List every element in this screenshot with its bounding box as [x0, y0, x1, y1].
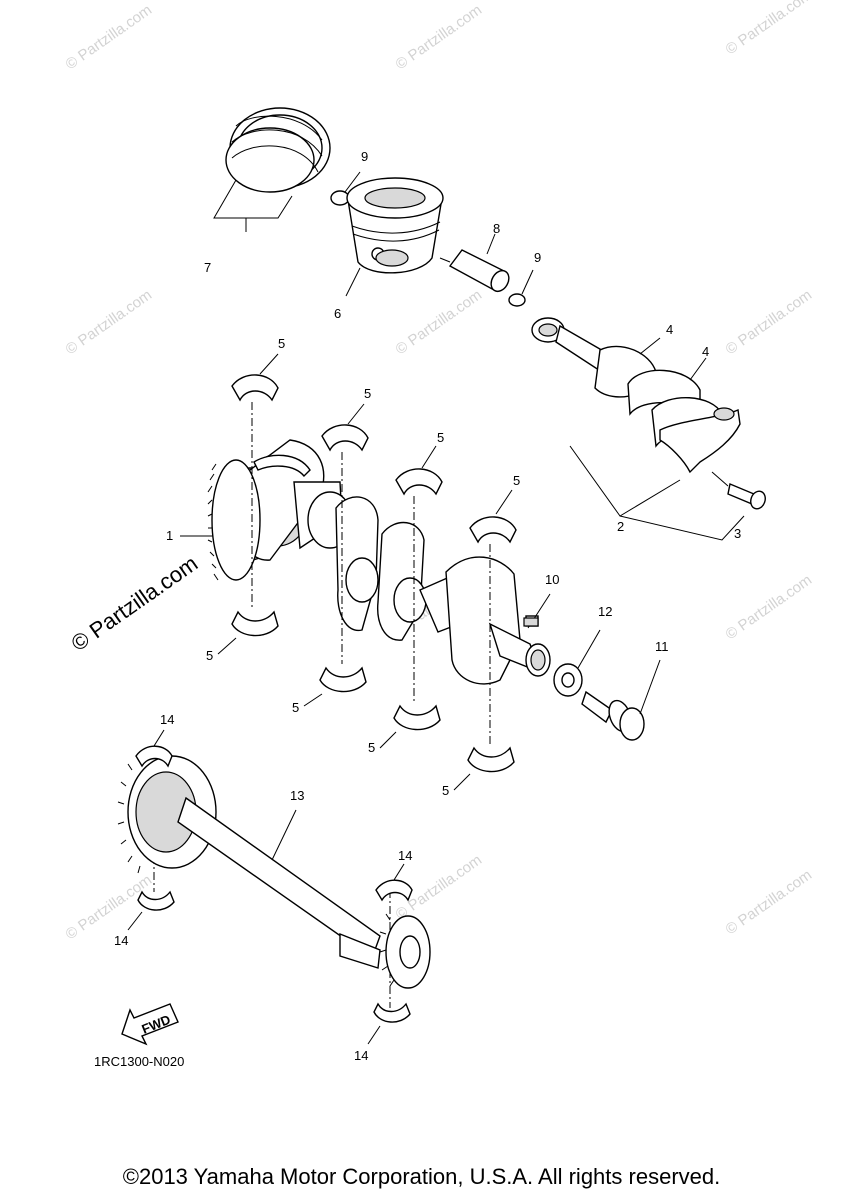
- crankshaft-bolt[interactable]: [581, 690, 645, 741]
- callout-14: 14: [354, 1048, 368, 1063]
- callout-5: 5: [206, 648, 213, 663]
- main-bearing-upper-2[interactable]: [321, 424, 369, 452]
- forward-arrow-icon: FWD: [121, 1003, 179, 1046]
- callout-11: 11: [655, 639, 669, 654]
- callout-6: 6: [334, 306, 341, 321]
- main-bearing-lower-1[interactable]: [231, 610, 279, 637]
- copyright-notice: ©2013 Yamaha Motor Corporation, U.S.A. A…: [122, 1164, 721, 1189]
- watermark-main: © Partzilla.com: [67, 551, 203, 657]
- piston-pin-clip-lower[interactable]: [508, 293, 526, 307]
- callout-14: 14: [398, 848, 412, 863]
- watermark: © Partzilla.com: [723, 286, 816, 358]
- main-bearing-upper-4[interactable]: [469, 516, 517, 544]
- callout-5: 5: [364, 386, 371, 401]
- callout-7: 7: [204, 260, 211, 275]
- callout-4: 4: [702, 344, 709, 359]
- callout-4: 4: [666, 322, 673, 337]
- callout-5: 5: [442, 783, 449, 798]
- main-bearing-lower-3[interactable]: [393, 704, 441, 731]
- main-bearing-lower-2[interactable]: [319, 666, 367, 693]
- callout-13: 13: [290, 788, 304, 803]
- watermark: © Partzilla.com: [723, 571, 816, 643]
- callout-5: 5: [292, 700, 299, 715]
- watermark: © Partzilla.com: [63, 1, 156, 73]
- watermark: © Partzilla.com: [63, 871, 156, 943]
- watermark: © Partzilla.com: [393, 286, 486, 358]
- main-bearing-lower-4[interactable]: [467, 746, 515, 773]
- callout-1: 1: [166, 528, 173, 543]
- callout-9: 9: [361, 149, 368, 164]
- callout-labels: 1 2 3 4 4 5 5 5 5 5 5 5 5 6 7 8 9 9 10 1…: [114, 149, 741, 1063]
- callout-5: 5: [368, 740, 375, 755]
- watermark: © Partzilla.com: [393, 1, 486, 73]
- balancer-bearing-2[interactable]: [137, 890, 175, 911]
- washer[interactable]: [553, 663, 583, 697]
- connecting-rod-cap[interactable]: [659, 407, 741, 474]
- diagram-code: 1RC1300-N020: [94, 1054, 184, 1069]
- balancer-bearing-3[interactable]: [375, 879, 413, 902]
- watermark: © Partzilla.com: [723, 0, 816, 58]
- callout-5: 5: [437, 430, 444, 445]
- callout-9: 9: [534, 250, 541, 265]
- main-bearing-upper-1[interactable]: [231, 374, 279, 402]
- callout-10: 10: [545, 572, 559, 587]
- callout-14: 14: [114, 933, 128, 948]
- callout-14: 14: [160, 712, 174, 727]
- crankshaft[interactable]: [215, 439, 551, 685]
- callout-2: 2: [617, 519, 624, 534]
- watermark: © Partzilla.com: [63, 286, 156, 358]
- callout-8: 8: [493, 221, 500, 236]
- crankshaft-gear[interactable]: [207, 454, 311, 581]
- callout-12: 12: [598, 604, 612, 619]
- balancer-bearing-1[interactable]: [135, 745, 173, 768]
- balancer-shaft[interactable]: [117, 755, 431, 989]
- watermark: © Partzilla.com: [723, 866, 816, 938]
- piston-pin[interactable]: [439, 249, 512, 295]
- callout-5: 5: [278, 336, 285, 351]
- balancer-bearing-4[interactable]: [373, 1002, 411, 1023]
- callout-5: 5: [513, 473, 520, 488]
- connecting-rod-bolt[interactable]: [711, 471, 768, 511]
- main-bearing-upper-3[interactable]: [395, 468, 443, 496]
- woodruff-key[interactable]: [523, 617, 539, 627]
- piston[interactable]: [346, 177, 444, 274]
- piston-rings[interactable]: [225, 107, 331, 193]
- callout-3: 3: [734, 526, 741, 541]
